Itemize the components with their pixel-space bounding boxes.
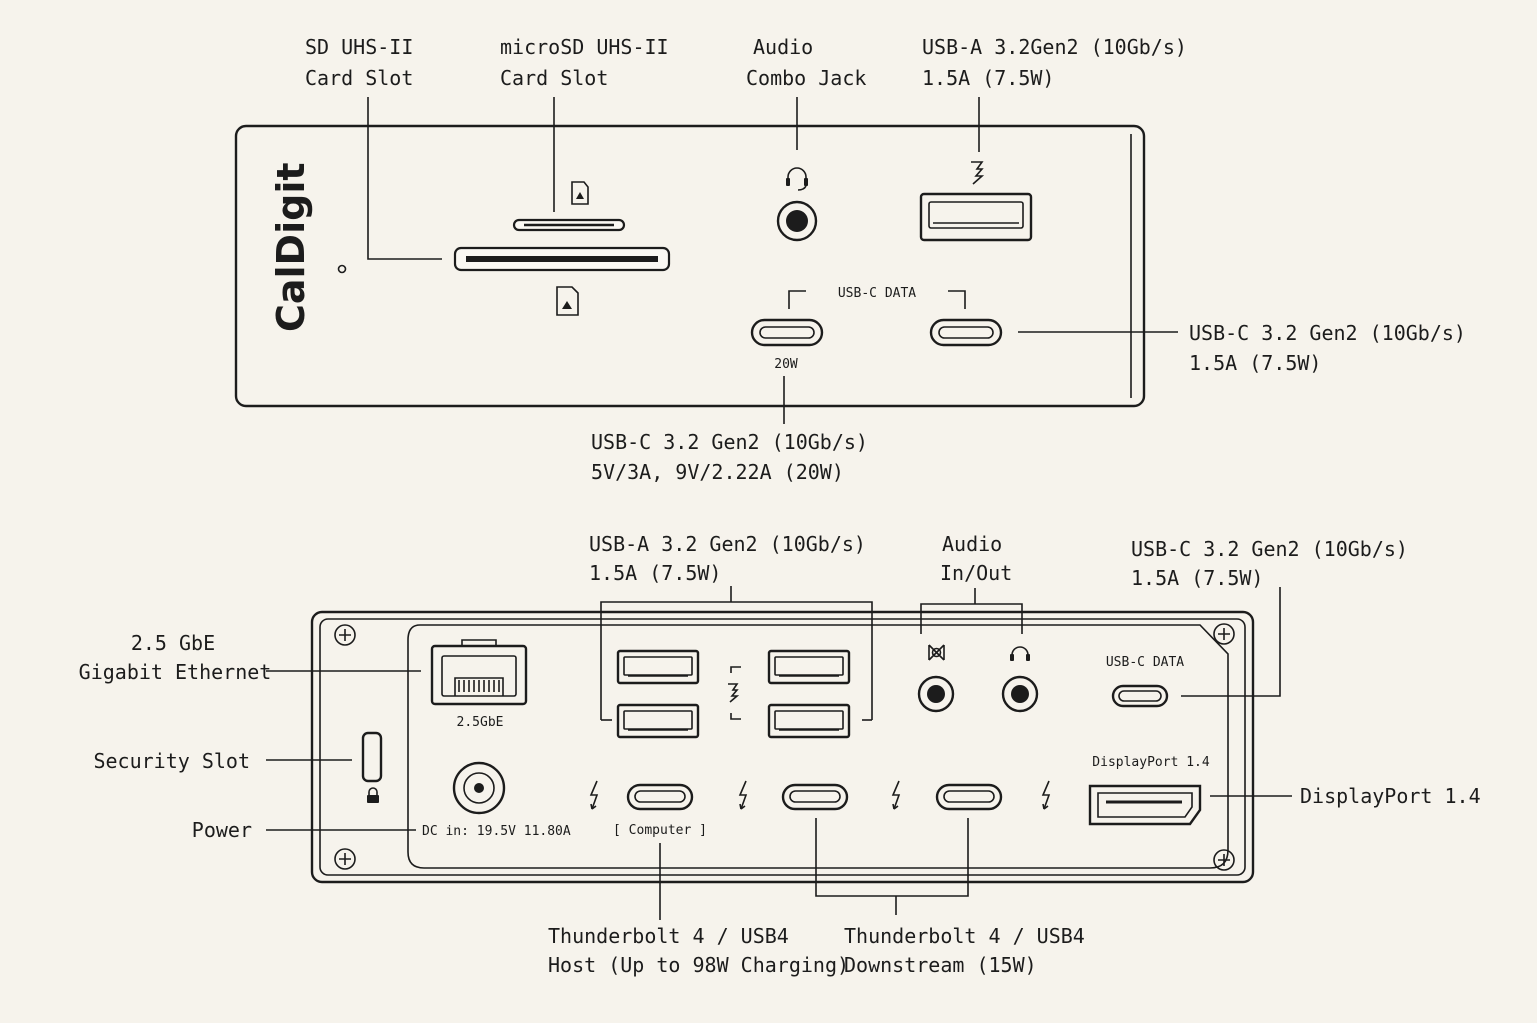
audio-rear-label-line1: Audio bbox=[942, 532, 1002, 556]
rear-panel-rim bbox=[319, 618, 1246, 876]
audio-combo-label-line2: Combo Jack bbox=[746, 66, 866, 90]
usbc-data-label-front: USB-C DATA bbox=[838, 286, 916, 301]
tb-host-label-line1: Thunderbolt 4 / USB4 bbox=[548, 924, 789, 948]
usb-a-rear-label-line1: USB-A 3.2 Gen2 (10Gb/s) bbox=[589, 532, 866, 556]
displayport-label: DisplayPort 1.4 bbox=[1300, 784, 1481, 808]
usbc-data-label-rear: USB-C DATA bbox=[1106, 655, 1184, 670]
thunderbolt-icon bbox=[891, 780, 901, 810]
usb-a-front-label-line1: USB-A 3.2Gen2 (10Gb/s) bbox=[922, 35, 1187, 59]
usb-c-port-rear bbox=[1111, 684, 1169, 708]
displayport-port bbox=[1088, 784, 1202, 826]
microsd-slot-label-line1: microSD UHS-II bbox=[500, 35, 669, 59]
headset-icon bbox=[786, 167, 808, 191]
ethernet-label-line2: Gigabit Ethernet bbox=[79, 660, 272, 684]
usbc-data-bracket-left bbox=[788, 290, 806, 309]
usb-a-port-front-inner bbox=[928, 201, 1024, 229]
microphone-icon bbox=[928, 644, 945, 661]
audio-combo-jack-hole bbox=[786, 210, 808, 232]
audio-out-jack bbox=[1001, 675, 1039, 713]
ethernet-port bbox=[430, 639, 528, 706]
microsd-slot-label-line2: Card Slot bbox=[500, 66, 608, 90]
security-slot bbox=[361, 731, 383, 783]
status-led bbox=[337, 264, 347, 274]
front-labels: SD UHS-II Card Slot microSD UHS-II Card … bbox=[305, 35, 1466, 484]
dc-in-rating: DC in: 19.5V 11.80A bbox=[422, 824, 571, 839]
security-slot-label: Security Slot bbox=[93, 749, 250, 773]
sd-slot-label-line1: SD UHS-II bbox=[305, 35, 413, 59]
ethernet-label-line1: 2.5 GbE bbox=[131, 631, 215, 655]
audio-in-jack bbox=[917, 675, 955, 713]
usb-superspeed-icon bbox=[728, 666, 741, 720]
thunderbolt-icon bbox=[1041, 780, 1051, 810]
thunderbolt-icon bbox=[589, 780, 599, 810]
usb-a-port-front bbox=[919, 192, 1033, 242]
thunderbolt-downstream-port bbox=[935, 783, 1003, 811]
audio-rear-label-line2: In/Out bbox=[940, 561, 1012, 585]
rear-panel-outline bbox=[310, 610, 1255, 884]
usb-a-front-label-line2: 1.5A (7.5W) bbox=[922, 66, 1054, 90]
thunderbolt-host-port bbox=[626, 783, 694, 811]
front-leader-lines bbox=[367, 97, 1178, 424]
front-panel-outline bbox=[234, 124, 1146, 408]
screw-icon bbox=[334, 848, 356, 870]
power-label: Power bbox=[192, 818, 252, 842]
computer-port-label: [ Computer ] bbox=[613, 823, 707, 838]
usbc-data-bracket-right bbox=[948, 290, 966, 309]
screw-icon bbox=[1213, 623, 1235, 645]
usbc-right-callout-line1: USB-C 3.2 Gen2 (10Gb/s) bbox=[1189, 321, 1466, 345]
front-panel: CalDigit bbox=[234, 124, 1146, 408]
usb-a-port-rear bbox=[767, 703, 851, 739]
usbc-left-power-label: 20W bbox=[774, 357, 798, 372]
rear-labels: USB-A 3.2 Gen2 (10Gb/s) 1.5A (7.5W) Audi… bbox=[79, 532, 1481, 977]
usb-c-port-front-left bbox=[750, 318, 824, 347]
usb-a-port-rear bbox=[616, 703, 700, 739]
usbc-left-callout-line2: 5V/3A, 9V/2.22A (20W) bbox=[591, 460, 844, 484]
usb-a-port-rear bbox=[616, 649, 700, 685]
tb-host-label-line2: Host (Up to 98W Charging) bbox=[548, 953, 849, 977]
usbc-left-callout-line1: USB-C 3.2 Gen2 (10Gb/s) bbox=[591, 430, 868, 454]
usbc-rear-label-line1: USB-C 3.2 Gen2 (10Gb/s) bbox=[1131, 537, 1408, 561]
dc-power-jack bbox=[452, 761, 506, 815]
headphones-icon bbox=[1010, 646, 1030, 661]
brand-logo: CalDigit bbox=[269, 162, 313, 332]
thunderbolt-downstream-port bbox=[781, 783, 849, 811]
displayport-port-label: DisplayPort 1.4 bbox=[1092, 755, 1210, 770]
usbc-rear-label-line2: 1.5A (7.5W) bbox=[1131, 566, 1263, 590]
screw-icon bbox=[1213, 849, 1235, 871]
screw-icon bbox=[334, 624, 356, 646]
audio-combo-label-line1: Audio bbox=[753, 35, 813, 59]
thunderbolt-icon bbox=[738, 780, 748, 810]
usbc-right-callout-line2: 1.5A (7.5W) bbox=[1189, 351, 1321, 375]
audio-combo-jack bbox=[776, 200, 818, 242]
sd-slot-label-line2: Card Slot bbox=[305, 66, 413, 90]
rear-panel: 2.5GbE DC in: 19.5V 11.80A bbox=[310, 610, 1255, 884]
lock-icon bbox=[367, 787, 379, 803]
ethernet-port-label: 2.5GbE bbox=[457, 715, 504, 730]
usb-c-port-front-right bbox=[929, 318, 1003, 347]
microsd-icon bbox=[571, 181, 589, 205]
usb-superspeed-icon bbox=[971, 161, 985, 185]
rear-inner-plate bbox=[407, 624, 1229, 869]
tb-downstream-label-line1: Thunderbolt 4 / USB4 bbox=[844, 924, 1085, 948]
rear-leader-lines bbox=[266, 586, 1292, 920]
usb-a-rear-label-line2: 1.5A (7.5W) bbox=[589, 561, 721, 585]
usb-a-port-rear bbox=[767, 649, 851, 685]
tb-downstream-label-line2: Downstream (15W) bbox=[844, 953, 1037, 977]
sd-card-icon bbox=[556, 286, 579, 316]
